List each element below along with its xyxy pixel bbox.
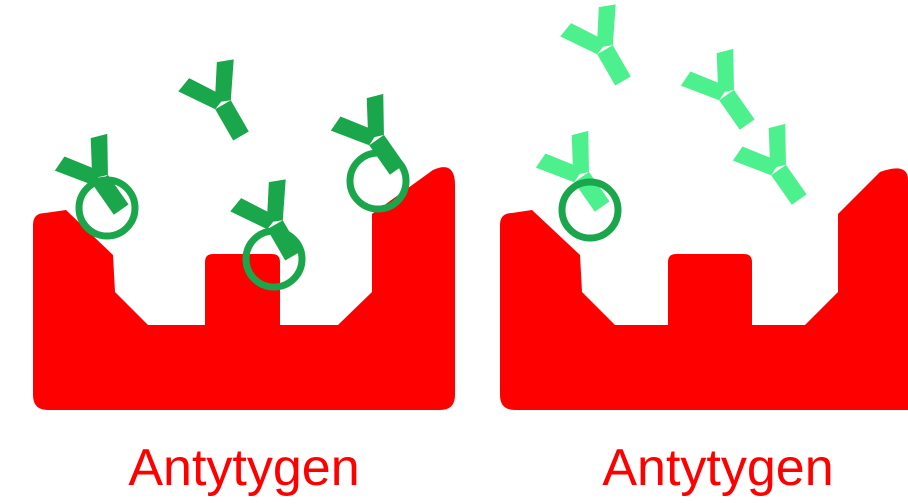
antibody-icon: [677, 44, 773, 143]
antibody-icon: [327, 89, 423, 188]
binding-circle-icon: [350, 153, 406, 209]
antigen-label: Antytygen: [128, 439, 359, 497]
left-panel: Antytygen: [33, 54, 455, 497]
antigen-label: Antytygen: [602, 439, 833, 497]
antibody-icon: [557, 0, 650, 97]
antibody-icon: [532, 126, 628, 225]
antibody-icon: [729, 119, 825, 218]
right-panel: Antytygen: [500, 0, 908, 497]
antibody-icon: [175, 54, 268, 152]
